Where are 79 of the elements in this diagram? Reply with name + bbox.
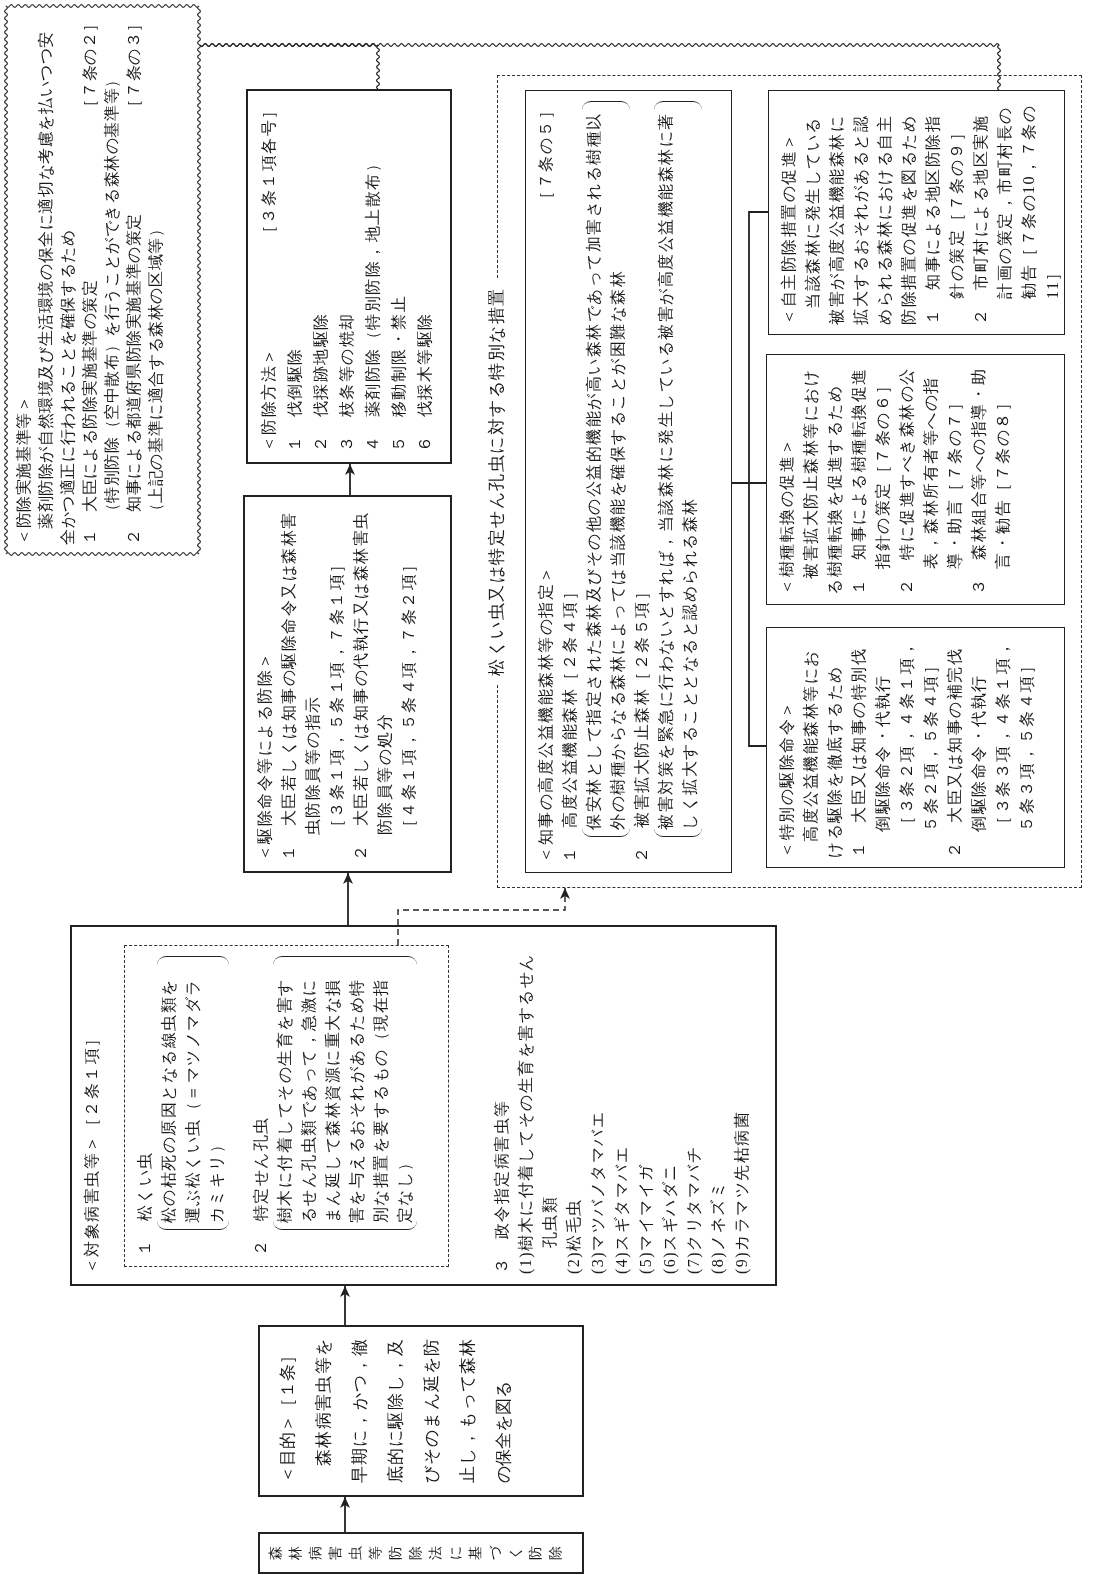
bracketed-text: 保安林として指定された森林及びその他の公益的機能が高い森林であって加害される樹種以外の樹種からなる森林によっては当該機能を確保することが困難な森林 [581,101,630,837]
connector-line [731,211,769,484]
reference-text: ［４条１項，５条４項，７条２項］ [399,554,418,838]
box-heading: ＜防除実施基準等＞ [14,394,33,545]
reference-text: ［３条１項各号］ [259,101,278,241]
list-item: １ 高度公益機能森林［２条４項］ [559,581,579,863]
category-box [70,925,777,1286]
arrow [345,463,355,496]
group-heading: 松くい虫又は特定せん孔虫に対する特別な措置 [485,279,509,684]
bracketed-text: 樹木に付着してその生育を害するせん孔虫類であって，急激にまん延して森林資源に重大な損害を与えるおそれがあるため特別な措置を要するもの（現在指定なし） [273,956,417,1231]
list-item: ２ 伐採跡地駆除 [311,311,330,452]
list-item: ６ 伐採木等駆除 [415,311,434,452]
process-box [765,354,1065,606]
list-item: １ 大臣又は知事の特別伐倒駆除命令・代執行 [848,646,892,858]
reference-text: ［３条１項，５条１項，７条１項］ [327,554,346,838]
list-item: (7)クリタマバチ [684,1144,704,1274]
box-heading: ３ 政令指定病害虫等 [492,1098,511,1274]
list-item: ２ 大臣又は知事の補完伐倒駆除命令・代執行 [944,646,988,858]
list-item: ３ 枝条等の焼却 [337,311,356,452]
list-item: ３ 森林組合等への指導・助言・勧告［７条の８］ [968,366,1012,595]
box-heading: ＜知事の高度公益機能森林等の指定＞ [535,565,555,863]
body-text: 森林病害虫等を早期に，かつ，徹底的に駆除し，及びそのまん延を防止し，もって森林の保全を図る [313,1339,514,1483]
bracketed-text: 松の枯死の原因となる線虫類を運ぶ松くい虫（＝マツノマダラカミキリ） [157,956,229,1231]
reference-text: ２ 知事による都道府県防除実施基準の策定 [124,213,143,545]
process-box [524,90,732,874]
reference-text: （特別防除（空中散布）を行うことができる森林の基準等） [102,70,121,522]
body-text: 薬剤防除が自然環境及び生活環境の保全に適切な考慮を払いつつ安全かつ適正に行われることを確保するため [36,30,77,545]
reference-text: ［７条の５］ [535,101,555,207]
list-item: (8)ノネズミ [708,1179,728,1274]
list-item: (1)樹木に付着してその生育を害するせん孔虫類 [516,952,559,1274]
process-box [765,627,1065,869]
list-item: (4)スギタマバエ [612,1144,632,1274]
list-item: (5)マイマイガ [636,1162,656,1274]
process-box [767,90,1065,336]
list-item: ２ 大臣若しくは知事の代執行又は森林害虫防除員等の処分 [351,510,394,861]
body-text: 被害拡大防止森林等における樹種転換を促進するため [800,367,844,595]
arrow [340,1285,350,1326]
box-heading: １ 松くい虫 [135,1150,154,1256]
reference-text: ［３条２項，４条１項，５条２項，５条４項］ [896,638,940,834]
list-item: １ 伐倒駆除 [285,346,304,452]
list-item: (2)松毛虫 [564,1197,584,1274]
purpose-box [258,1325,584,1497]
list-item: (3)マツバノタマバエ [588,1109,608,1274]
list-item: ２ 被害拡大防止森林［２条５項］ [631,581,651,863]
box-heading: ＜自主防除措置の促進＞ [778,131,798,325]
body-text: 当該森林に発生している被害が高度公益機能森林に拡大するおそれがあると認められる森林における自主防除措置の促進を図るため [802,113,918,325]
list-item: ２ 特に促進すべき森林の公表，森林所有者等への指導・助言［７条の７］ [896,366,964,595]
list-item: (6)スギハダニ [660,1162,680,1274]
note-box [5,5,200,555]
box-heading: ＜駆除命令等による防除＞ [255,650,274,861]
reference-text: ［７条の２］ [80,15,99,115]
wavy-line [199,43,1001,91]
process-box [246,89,452,464]
list-item: (9)カラマツ先枯病菌 [732,1109,752,1274]
arrow [340,1496,350,1533]
box-heading: ＜特別の駆除命令＞ [776,699,796,858]
box-heading: ２ 特定せん孔虫 [251,1115,270,1256]
list-item: ２ 市町村による地区実施計画の策定，市町村長の勧告［７条の10，７条の11］ [970,103,1062,325]
list-item: ５ 移動制限・禁止 [389,293,408,452]
list-item: １ 大臣若しくは知事の駆除命令又は森林害虫防除員等の指示 [279,510,322,861]
dashed-arrow [397,887,570,946]
reference-text: ［３条３項，４条１項，５条３項，５条４項］ [992,638,1036,834]
list-item: ４ 薬剤防除（特別防除，地上散布） [363,153,382,452]
reference-text: ［７条の３］ [124,15,143,115]
box-heading: ＜対象病害虫等＞［２条１項］ [82,1028,101,1274]
body-text: 高度公益機能森林等における駆除を徹底するため [800,648,844,858]
list-item: １ 知事による樹種転換促進指針の策定［７条の６］ [848,366,892,595]
reference-text: １ 大臣による防除実施基準の策定 [80,279,99,545]
process-box [243,495,452,873]
title-box [258,1532,584,1574]
title-text: 森林病害虫等防除法に基づく防除 [267,1545,564,1561]
box-heading: ＜樹種転換の促進＞ [776,436,796,595]
arrow [343,872,353,926]
reference-text: （上記の基準に適合する森林の区域等） [146,219,165,522]
box-heading: ＜目的＞［１条］ [277,1346,298,1483]
bracketed-text: 被害対策を緊急に行わないとすれば，当該森林に発生している被害が高度公益機能森林に著しく拡大することとなると認められる森林 [653,101,702,837]
box-heading: ＜防除方法＞ [259,347,278,452]
list-item: １ 知事による地区防除指針の策定［７条の９］ [922,113,966,325]
group-box [124,945,449,1267]
